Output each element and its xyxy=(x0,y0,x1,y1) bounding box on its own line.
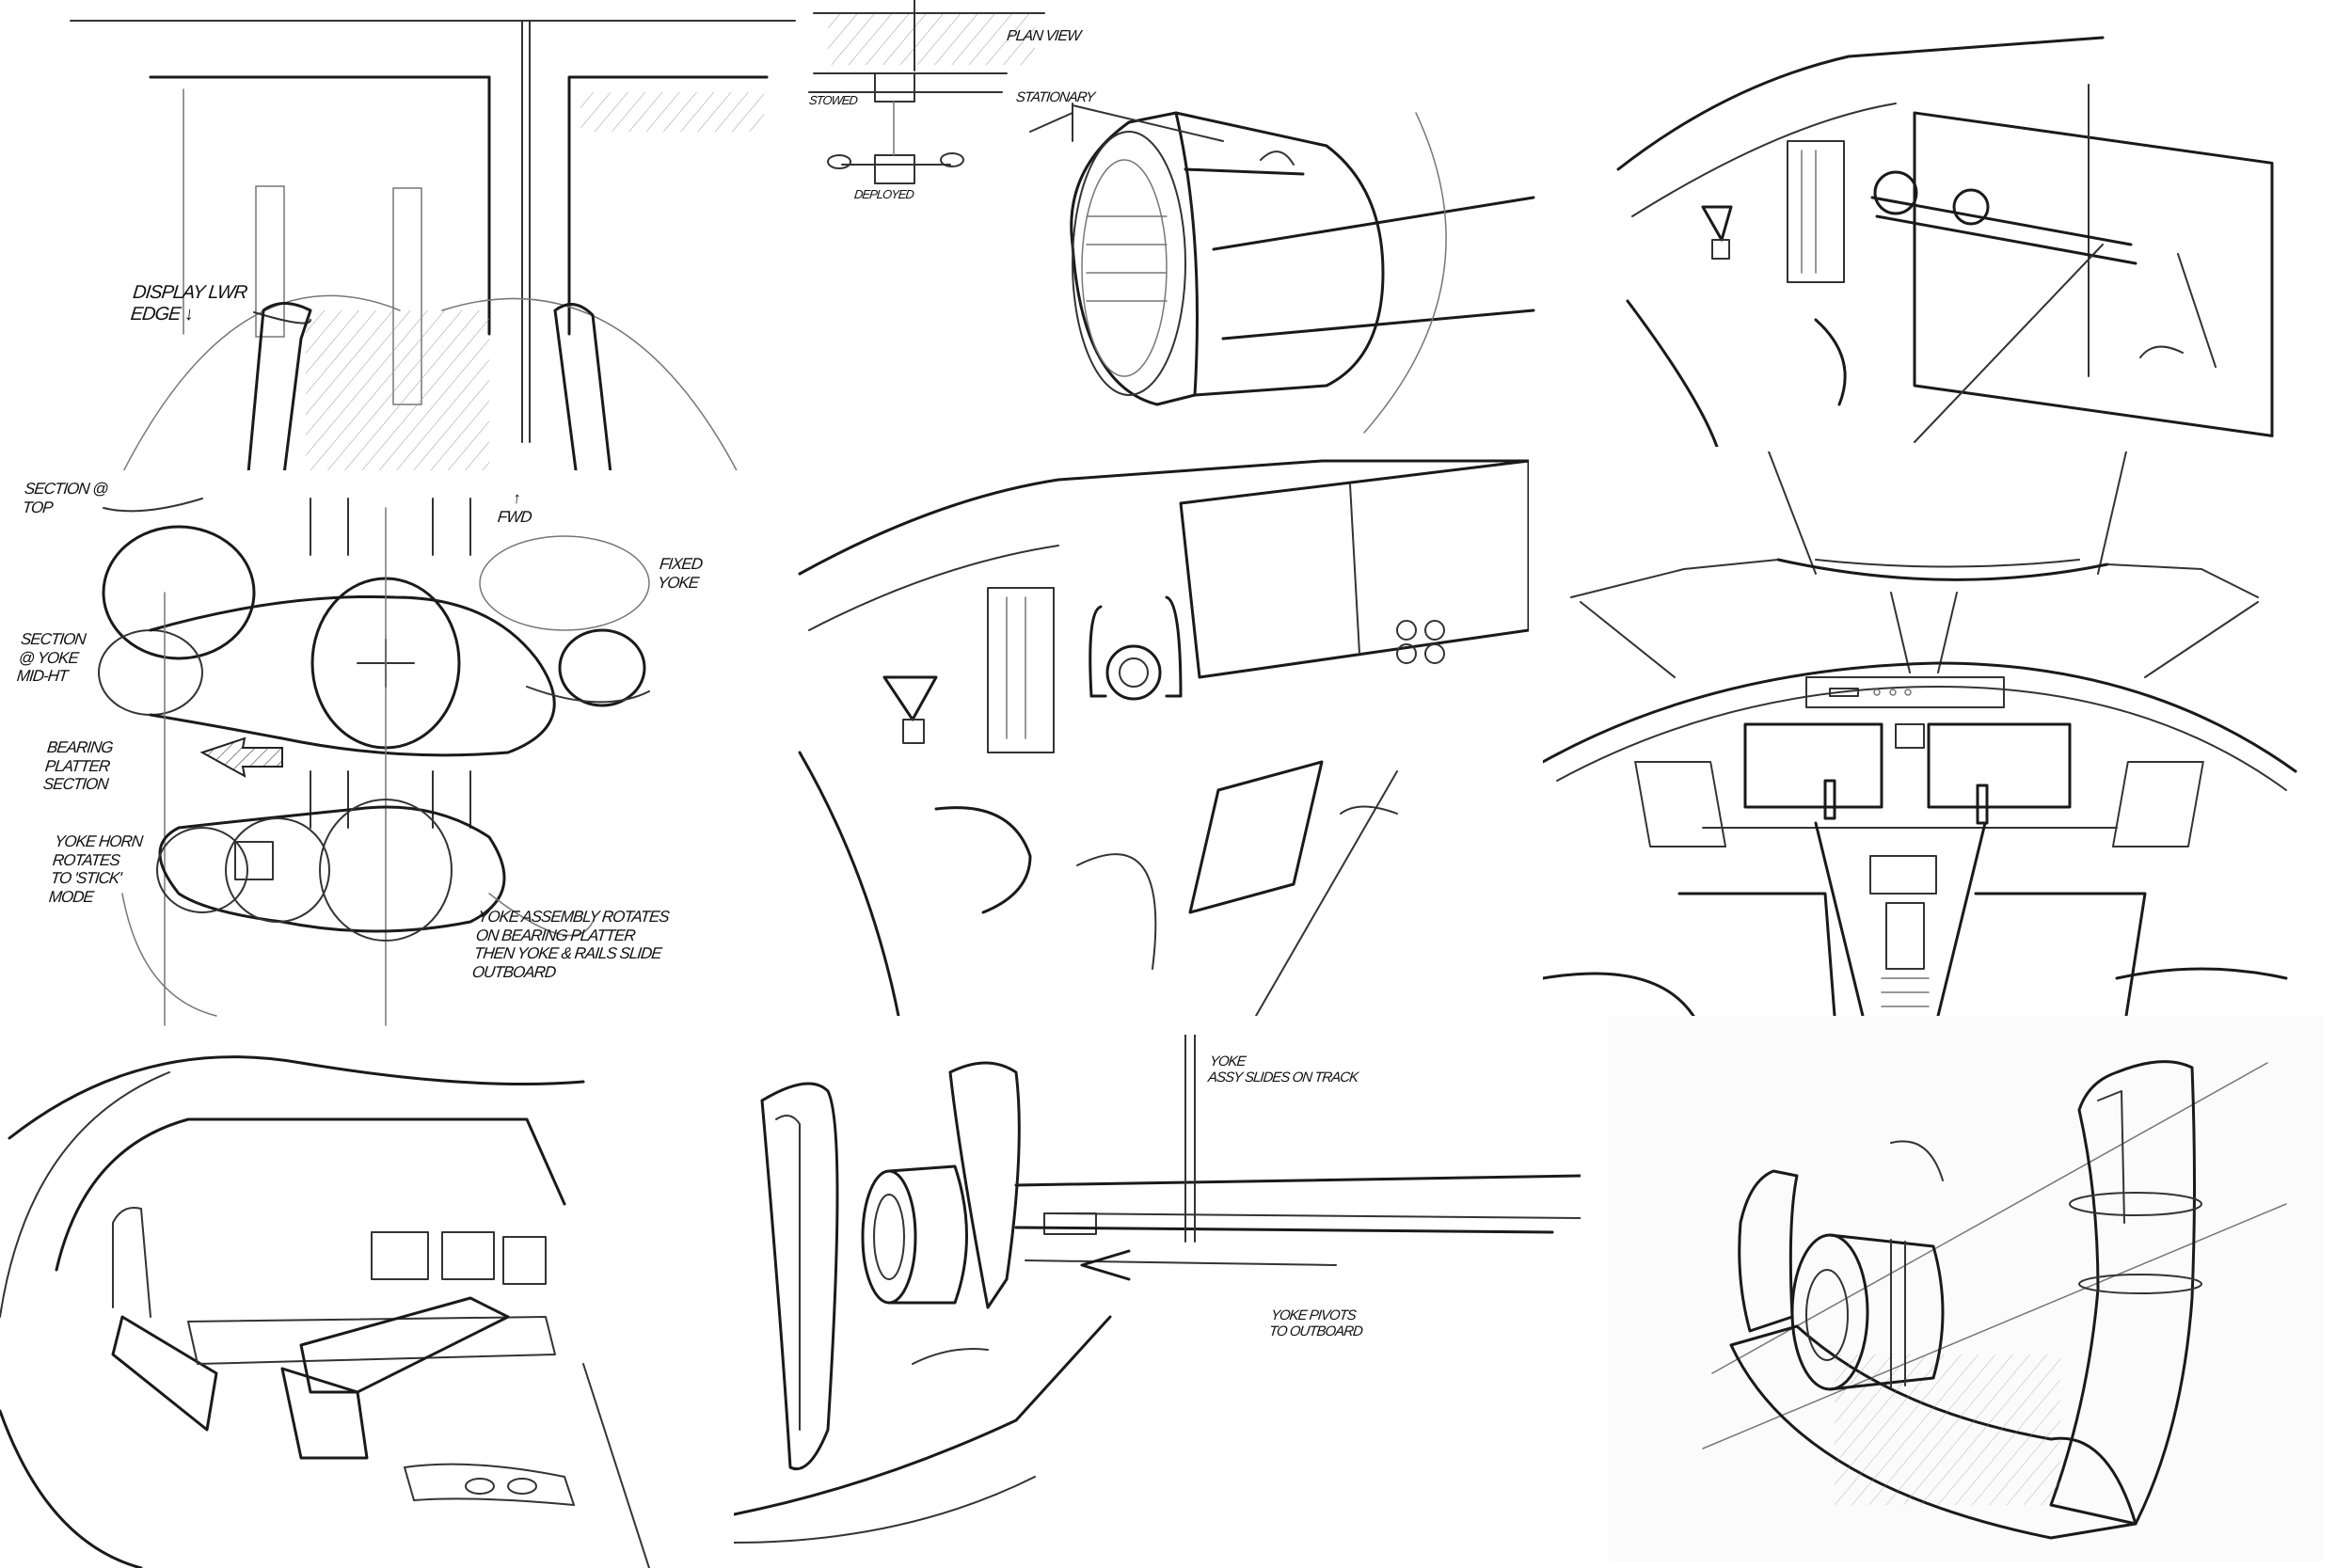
sketch-yoke-3d-render xyxy=(1609,1016,2324,1561)
sketch-yoke-slide-detail: YOKE ASSY SLIDES ON TRACK YOKE PIVOTS TO… xyxy=(734,1035,1581,1568)
yoke-front-drawing xyxy=(70,20,796,470)
sketch-front-view-yoke: DISPLAY LWR EDGE ↓ xyxy=(0,0,800,470)
sketch-plan-view-mechanism: PLAN VIEW STOWED DEPLOYED STATIONARY xyxy=(800,0,1552,451)
annotation-bearing-platter: BEARING PLATTER SECTION xyxy=(41,738,114,794)
annotation-yoke-assembly-rotates: YOKE ASSEMBLY ROTATES ON BEARING PLATTER… xyxy=(470,908,670,981)
section-diagram-drawing xyxy=(98,498,650,1026)
annotation-stationary: STATIONARY xyxy=(1015,89,1095,105)
annotation-section-top: SECTION @ TOP xyxy=(22,480,109,516)
yoke-3d-drawing xyxy=(1702,1060,2287,1540)
annotation-section-mid-height: SECTION @ YOKE MID-HT xyxy=(15,630,87,686)
cockpit-large-drawing xyxy=(798,459,1529,1016)
sketch-cockpit-front-view xyxy=(1543,451,2352,1016)
annotation-forward: ↑ FWD xyxy=(497,489,532,526)
annotation-yoke-pivots-outboard: YOKE PIVOTS TO OUTBOARD xyxy=(1268,1307,1363,1340)
annotation-yoke-horn-rotates: YOKE HORN ROTATES TO 'STICK' MODE xyxy=(47,832,144,906)
annotation-display-lower-edge: DISPLAY LWR EDGE ↓ xyxy=(129,282,248,325)
sketch-section-yoke-diagram: SECTION @ TOP SECTION @ YOKE MID-HT BEAR… xyxy=(0,470,771,1035)
cockpit-small-drawing xyxy=(1616,36,2274,447)
annotation-yoke-slides-on-track: YOKE ASSY SLIDES ON TRACK xyxy=(1207,1053,1359,1086)
sketch-cockpit-perspective-small xyxy=(1613,0,2352,447)
annotation-stowed: STOWED xyxy=(808,93,858,107)
sketch-cockpit-perspective-large xyxy=(795,442,1529,1016)
yoke-slide-drawing xyxy=(734,1035,1581,1544)
annotation-fixed-yoke: FIXED YOKE xyxy=(657,555,704,592)
annotation-deployed: DEPLOYED xyxy=(853,187,914,201)
sketch-cabin-seat-view xyxy=(0,1035,734,1568)
cockpit-front-drawing xyxy=(1543,451,2297,1016)
cabin-drawing xyxy=(0,1055,650,1568)
plan-view-drawing xyxy=(808,0,1535,434)
annotation-plan-view: PLAN VIEW xyxy=(1006,28,1082,44)
